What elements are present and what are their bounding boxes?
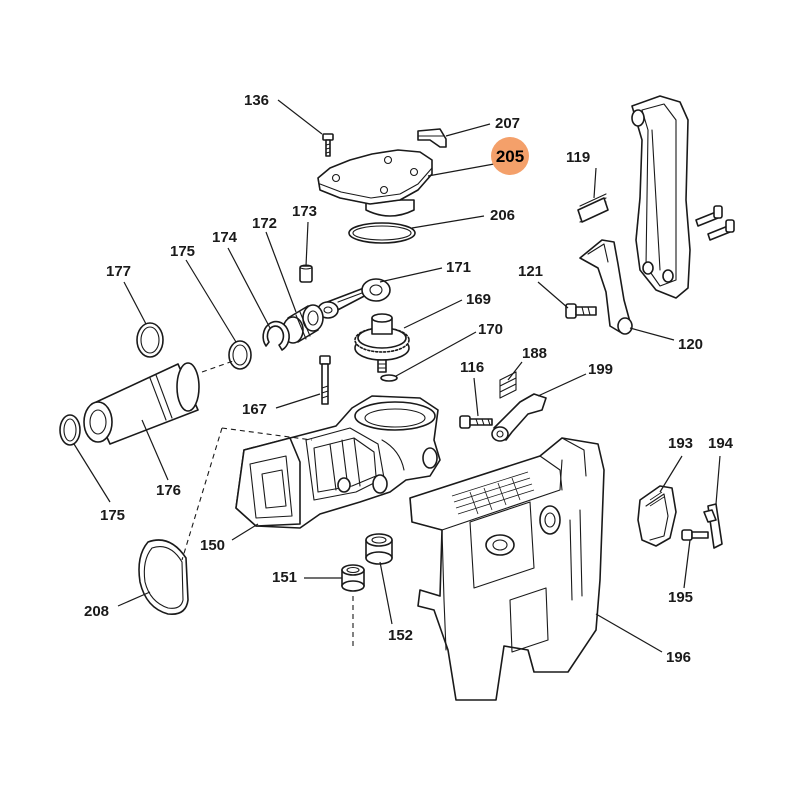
label-188: 188: [522, 345, 547, 362]
label-120: 120: [678, 336, 703, 353]
part-171-connecting-rod: [317, 278, 391, 319]
part-152-bearing: [365, 533, 393, 565]
label-196: 196: [666, 649, 691, 666]
label-151: 151: [272, 569, 297, 586]
label-119: 119: [566, 149, 590, 166]
label-167: 167: [242, 401, 267, 418]
highlight-callout-205: 205: [491, 137, 529, 175]
label-173: 173: [292, 203, 317, 220]
label-193: 193: [668, 435, 693, 452]
label-136: 136: [244, 92, 269, 109]
part-193-cap: [637, 485, 677, 547]
part-196-main-housing: [409, 437, 605, 701]
label-194: 194: [708, 435, 734, 452]
label-172: 172: [252, 215, 277, 232]
rear-handle: [631, 95, 691, 299]
label-195: 195: [668, 589, 693, 606]
leader-lines: [73, 99, 721, 653]
label-175-lower: 175: [100, 507, 125, 524]
part-174-circlip: [262, 320, 290, 351]
label-121: 121: [518, 263, 543, 280]
part-199-lever: [491, 393, 547, 442]
highlight-circle: [491, 137, 529, 175]
part-176-barrel: [83, 362, 200, 445]
label-176: 176: [156, 482, 181, 499]
part-136-screw: [322, 133, 334, 157]
part-labels: 136 207 119 206 173 172 174 175 177 171 …: [84, 92, 734, 666]
part-151-bearing: [341, 564, 365, 592]
label-150: 150: [200, 537, 225, 554]
part-194-brush-holder: [703, 503, 723, 549]
part-188-spring: [499, 371, 517, 399]
part-195-screw: [681, 529, 709, 541]
part-116-screw: [459, 415, 493, 429]
handle-screws: [695, 205, 735, 241]
part-150-gear-housing: [235, 395, 441, 529]
label-177: 177: [106, 263, 131, 280]
part-119-spring: [577, 193, 609, 223]
part-120-trigger: [579, 239, 633, 335]
label-174: 174: [212, 229, 238, 246]
part-175-o-ring-lower: [59, 414, 81, 446]
part-167-bolt: [319, 355, 331, 405]
label-207: 207: [495, 115, 520, 132]
label-199: 199: [588, 361, 613, 378]
part-173-pin: [299, 264, 313, 283]
label-116: 116: [460, 359, 484, 376]
part-170-washer: [380, 374, 398, 382]
label-170: 170: [478, 321, 503, 338]
part-177-ring: [136, 322, 164, 358]
label-205: 205: [496, 147, 524, 166]
label-206: 206: [490, 207, 515, 224]
part-175-o-ring-upper: [228, 340, 252, 370]
part-207-pad: [417, 128, 447, 148]
part-205-cover-plate: [317, 149, 433, 217]
part-208-gasket: [138, 539, 189, 616]
part-206-o-ring: [348, 222, 416, 244]
label-208: 208: [84, 603, 109, 620]
assembly-lines: [181, 359, 354, 648]
label-169: 169: [466, 291, 491, 308]
label-175-upper: 175: [170, 243, 195, 260]
part-121-screw: [565, 303, 597, 319]
label-152: 152: [388, 627, 413, 644]
label-171: 171: [446, 259, 471, 276]
part-169-gear: [354, 313, 410, 373]
